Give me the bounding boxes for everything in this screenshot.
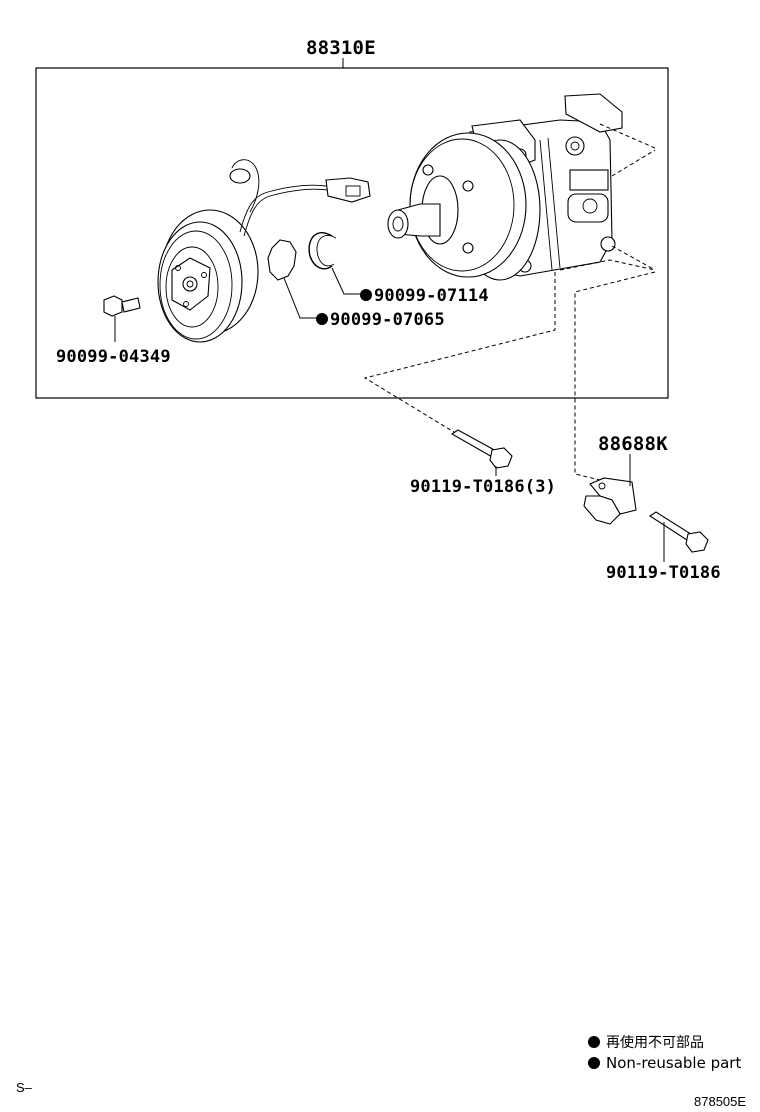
footer-right-code: 878505E: [694, 1094, 746, 1109]
snap-ring-illustration: [308, 231, 333, 270]
non-reusable-marker-07114: [360, 289, 372, 301]
part-label-90119-t0186-3[interactable]: 90119-T0186(3): [410, 477, 556, 497]
footer-left-code: S–: [16, 1080, 33, 1095]
assembly-label: 88310E: [306, 37, 376, 59]
bolt-04349-illustration: [103, 295, 141, 317]
non-reusable-marker-07065: [316, 313, 328, 325]
bracket-88688k-illustration: [583, 477, 637, 525]
assembly-frame: [35, 67, 669, 399]
compressor-illustration: [387, 93, 623, 281]
part-label-90099-07114[interactable]: 90099-07114: [374, 286, 489, 306]
legend-marker-en: [588, 1057, 600, 1069]
part-label-90119-t0186[interactable]: 90119-T0186: [606, 563, 721, 583]
part-label-90099-07065[interactable]: 90099-07065: [330, 310, 445, 330]
legend-marker-ja: [588, 1036, 600, 1048]
part-label-88688k[interactable]: 88688K: [598, 433, 668, 455]
bolt-t0186-illustration: [648, 511, 709, 553]
wire-harness-illustration: [229, 159, 371, 237]
bolt-t0186-3-illustration: [450, 429, 513, 469]
legend-text-en: Non-reusable part: [606, 1054, 741, 1072]
clutch-pulley-illustration: [157, 209, 259, 343]
legend-text-ja: 再使用不可部品: [606, 1034, 704, 1051]
part-label-90099-04349[interactable]: 90099-04349: [56, 347, 171, 367]
mount-dashed-line-1: [363, 272, 556, 461]
shim-illustration: [267, 239, 297, 281]
